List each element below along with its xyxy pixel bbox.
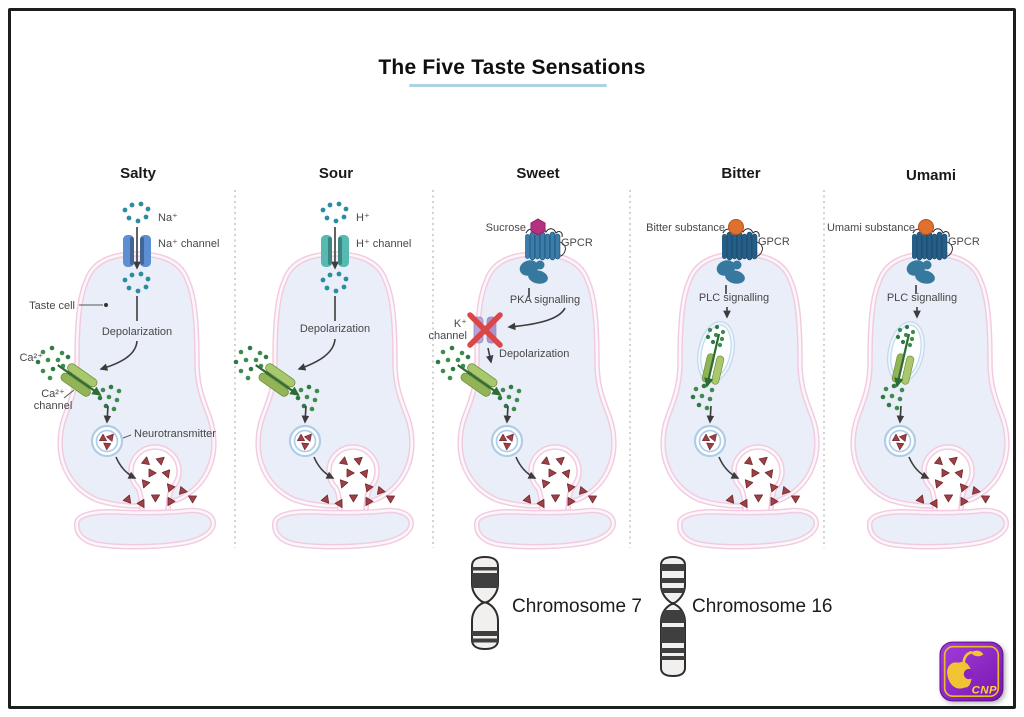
column-header-umami: Umami [906, 167, 956, 184]
depolarization-label: Depolarization [102, 326, 172, 338]
chromosome-16-ideogram [660, 556, 686, 677]
na-channel-label: Na⁺ channel [158, 238, 219, 250]
gpcr-label: GPCR [758, 236, 790, 248]
logo-inner-border [943, 645, 1000, 698]
h-channel-label: H⁺ channel [356, 238, 411, 250]
k-channel-label-1: K⁺ [454, 318, 467, 330]
gpcr-label: GPCR [561, 237, 593, 249]
cnp-logo: CNP [939, 641, 1005, 703]
depolarization-label: Depolarization [499, 348, 569, 360]
page-title: The Five Taste Sensations [378, 56, 646, 79]
ca-ion-label: Ca²⁺ [19, 352, 43, 364]
taste-cell-label: Taste cell [29, 300, 75, 312]
title-block: The Five Taste Sensations [0, 56, 1024, 80]
bitter-substance-label: Bitter substance [646, 222, 725, 234]
chromosome-7-ideogram [471, 556, 499, 650]
sucrose-molecule-icon [530, 218, 546, 236]
plc-signalling-label: PLC signalling [887, 292, 957, 304]
column-sweet: Sweet Sucrose GPCR PKA signalling K⁺ cha… [428, 165, 613, 547]
title-underline-decoration [409, 84, 607, 87]
na-ion-label: Na⁺ [158, 212, 178, 224]
sucrose-label: Sucrose [486, 222, 526, 234]
pka-signalling-label: PKA signalling [510, 294, 580, 306]
gpcr-label: GPCR [948, 236, 980, 248]
column-bitter: Bitter Bitter substance GPCR PLC signall… [646, 165, 817, 547]
umami-substance-label: Umami substance [827, 222, 915, 234]
bitter-substance-icon [728, 219, 744, 235]
depolarization-label: Depolarization [300, 323, 370, 335]
column-header-sweet: Sweet [516, 165, 559, 182]
column-separators [234, 190, 825, 548]
plc-signalling-label: PLC signalling [699, 292, 769, 304]
umami-substance-icon [918, 219, 934, 235]
column-salty: Salty Na⁺ Na⁺ channel Taste cell Depolar… [19, 165, 219, 547]
chromosome-7-label: Chromosome 7 [512, 596, 642, 617]
ca-channel-label-1: Ca²⁺ [41, 388, 65, 400]
column-header-sour: Sour [319, 165, 353, 182]
chromosome-16-label: Chromosome 16 [692, 596, 832, 617]
k-channel-label-2: channel [428, 330, 467, 342]
neurotransmitter-label: Neurotransmitter [134, 428, 216, 440]
h-ion-label: H⁺ [356, 212, 370, 224]
column-sour: Sour H⁺ H⁺ channel Depolarization [234, 165, 412, 547]
apple-icon [947, 650, 984, 689]
ca-channel-label-2: channel [34, 400, 73, 412]
logo-text: CNP [972, 685, 997, 697]
column-header-bitter: Bitter [721, 165, 760, 182]
column-header-salty: Salty [120, 165, 157, 182]
column-umami: Umami Umami substance GPCR PLC signallin… [827, 167, 1007, 547]
